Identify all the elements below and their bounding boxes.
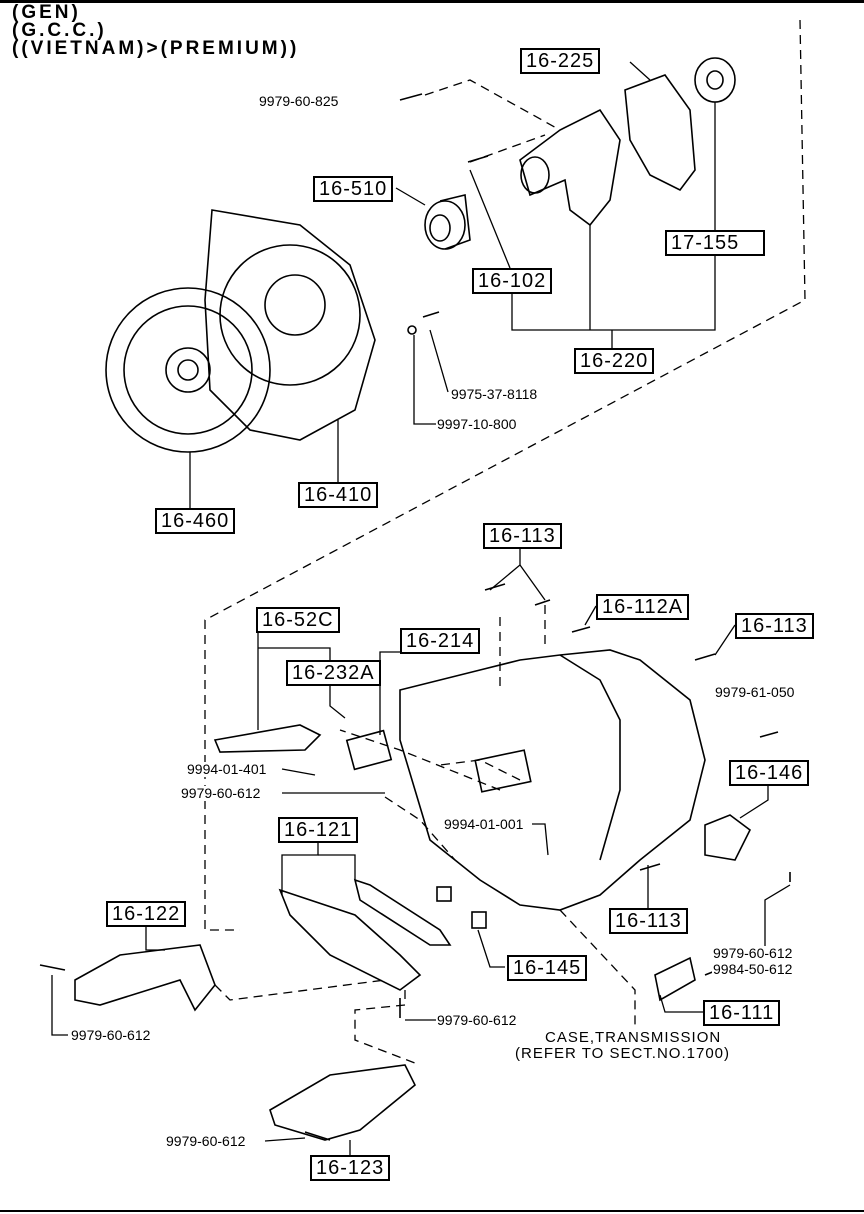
header-gen: (GEN) [12,2,81,23]
part-number-9979-60-612[interactable]: 9979-60-612 [180,785,262,801]
part-label-16-232a[interactable]: 16-232A [286,660,381,686]
top-border [0,0,864,3]
part-number-9979-60-612[interactable]: 9979-60-612 [165,1133,247,1149]
part-label-16-52c[interactable]: 16-52C [256,607,340,633]
part-number-9979-60-612[interactable]: 9979-60-612 [70,1027,152,1043]
header-gcc: (G.C.C.) [12,20,107,41]
part-label-17-155[interactable]: 17-155 [665,230,765,256]
case-reference-note: (REFER TO SECT.NO.1700) [515,1045,730,1062]
part-label-16-111[interactable]: 16-111 [703,1000,781,1026]
part-label-16-220[interactable]: 16-220 [574,348,655,374]
clips-16-145 [436,886,487,929]
part-label-16-102[interactable]: 16-102 [472,268,553,294]
part-number-9979-61-050[interactable]: 9979-61-050 [714,684,796,700]
bracket-16-121 [278,878,452,991]
part-label-16-510[interactable]: 16-510 [313,176,394,202]
clutch-cover [204,209,376,441]
part-number-9979-60-825[interactable]: 9979-60-825 [258,93,340,109]
part-number-9994-01-001[interactable]: 9994-01-001 [443,816,525,832]
clutch-disc [105,287,271,453]
oil-seal [694,57,736,103]
part-label-16-113-top[interactable]: 16-113 [483,523,562,549]
transmission-case [399,649,706,911]
part-label-16-121[interactable]: 16-121 [278,817,359,843]
part-number-9979-60-612[interactable]: 9979-60-612 [712,945,794,961]
part-label-16-214[interactable]: 16-214 [400,628,481,654]
gasket [624,74,696,192]
cover-16-146 [704,814,752,861]
release-fork [213,724,322,753]
release-bearing [424,194,471,250]
part-label-16-122[interactable]: 16-122 [106,901,187,927]
front-cover [519,108,621,227]
part-number-9997-10-800[interactable]: 9997-10-800 [436,416,518,432]
pivot-boot [345,729,393,771]
part-label-16-410[interactable]: 16-410 [298,482,379,508]
part-label-16-112a[interactable]: 16-112A [596,594,690,620]
dashed-assembly-lines [204,19,806,1066]
part-label-16-460[interactable]: 16-460 [155,508,236,534]
part-number-9984-50-612[interactable]: 9984-50-612 [712,961,794,977]
part-number-9979-60-612[interactable]: 9979-60-612 [436,1012,518,1028]
bracket-16-123 [269,1064,417,1141]
part-number-9994-01-401[interactable]: 9994-01-401 [186,761,268,777]
part-label-16-113-right[interactable]: 16-113 [735,613,814,639]
part-label-16-123[interactable]: 16-123 [310,1155,391,1181]
part-label-16-225[interactable]: 16-225 [520,48,601,74]
part-label-16-113-lower[interactable]: 16-113 [609,908,688,934]
case-transmission-note: CASE,TRANSMISSION [545,1029,722,1046]
part-label-16-146[interactable]: 16-146 [729,760,810,786]
header-market: ((VIETNAM)>(PREMIUM)) [12,38,300,59]
part-number-9975-37-8118[interactable]: 9975-37-8118 [450,386,539,402]
part-label-16-145[interactable]: 16-145 [507,955,588,981]
bracket-16-122 [74,944,216,1012]
bottom-border [0,1210,864,1212]
plate-16-111 [654,956,696,1002]
